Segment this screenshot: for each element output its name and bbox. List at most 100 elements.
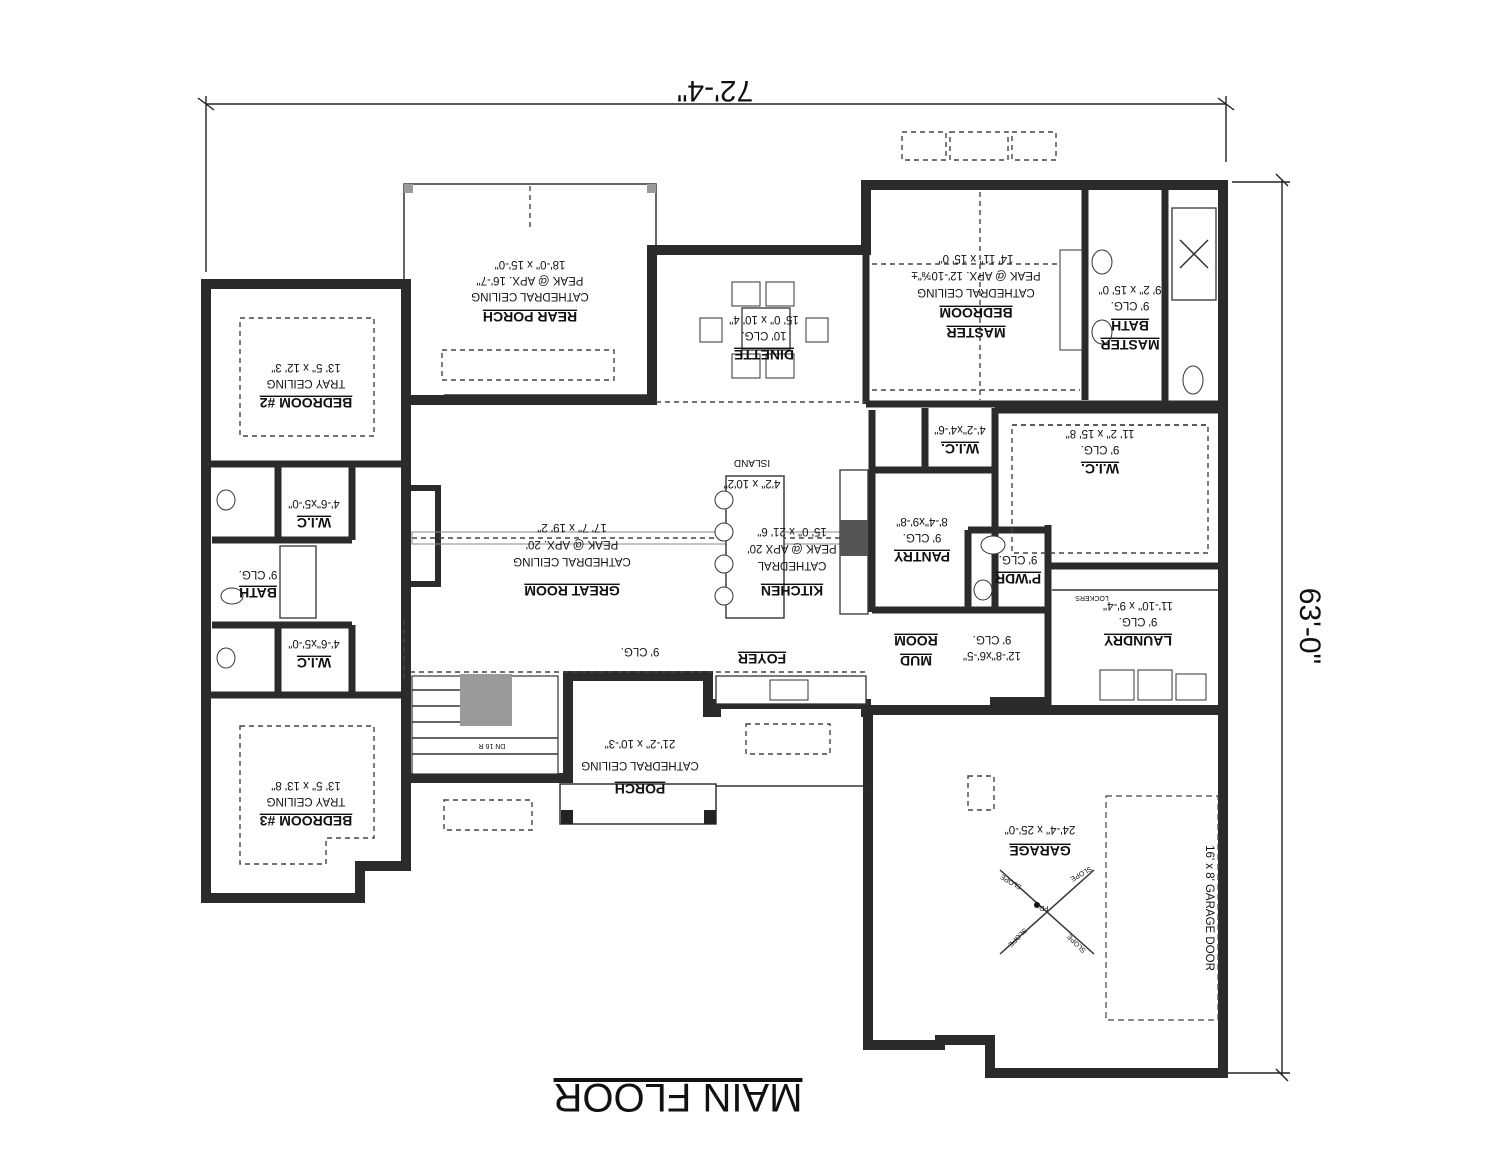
mud-line1: 12'-8"x6'-5" — [963, 649, 1021, 661]
fixtures — [216, 207, 1219, 1021]
room-bedroom-2: BEDROOM #2 TRAY CEILING 13' 5" x 12' 3" — [260, 361, 353, 411]
dinette-line1: 10' CLG. — [741, 329, 786, 341]
garage-name: GARAGE — [1009, 843, 1070, 859]
upper-windows — [901, 131, 1057, 161]
master-bedroom-name: MASTER — [946, 325, 1005, 341]
overall-depth-label: 63'-0" — [1293, 588, 1326, 664]
master-bath-line1: 9' CLG. — [1111, 299, 1150, 311]
wic-upper-line1: 4'-6"x5'-0" — [288, 497, 340, 509]
room-foyer: FOYER 9' CLG. — [621, 645, 786, 667]
island-label: 4'2" x 10'2" ISLAND — [724, 457, 781, 489]
wic-master-line2: 11' 2" x 15' 8" — [1066, 427, 1135, 439]
room-master-bath: MASTER BATH 9' CLG. 9' 2" x 15' 0" — [1098, 283, 1161, 353]
plan-title-text: MAIN FLOOR — [554, 1075, 803, 1119]
room-bath: BATH 9' CLG. — [239, 568, 278, 601]
overall-width-label: 72'-4" — [677, 74, 753, 107]
wic-lower-line1: 4'-6"x5'-0" — [288, 637, 340, 649]
master-bath-name: MASTER — [1100, 337, 1159, 353]
bedroom3-line1: TRAY CEILING — [267, 795, 346, 807]
bedroom2-line2: 13' 5" x 12' 3" — [271, 361, 340, 373]
pantry-line2: 8'-4"x9'-8" — [896, 515, 948, 527]
master-bedroom-line2: PEAK @ APX. 12'-10⅝"± — [911, 269, 1040, 281]
room-pantry: PANTRY 9' CLG. 8'-4"x9'-8" — [893, 515, 950, 565]
room-wic-master: W.I.C. 9' CLG. 11' 2" x 15' 8" — [1066, 427, 1135, 477]
stair-text: DN 16 R — [479, 742, 506, 749]
room-rear-porch: REAR PORCH CATHEDRAL CEILING PEAK @ APX.… — [471, 258, 589, 325]
wic-lower-name: W.I.C — [297, 655, 331, 671]
master-bath-line2: 9' 2" x 15' 0" — [1098, 283, 1161, 295]
lockers-text: LOCKERS — [1075, 594, 1109, 601]
room-laundry: LAUNDRY 9' CLG. 11'-10" x 9'-4" — [1103, 599, 1173, 649]
room-bedroom-3: BEDROOM #3 TRAY CEILING 13' 5" x 13' 8" — [260, 779, 353, 829]
kitchen-name: KITCHEN — [761, 583, 823, 599]
dinette-name: DINETTE — [734, 347, 794, 363]
master-bedroom-line1: CATHEDRAL CEILING — [917, 286, 1035, 298]
laundry-line2: 11'-10" x 9'-4" — [1103, 599, 1173, 611]
great-room-line3: 17' 7" x 19' 2" — [537, 521, 606, 533]
kitchen-line1: CATHEDRAL — [757, 559, 826, 571]
powder-line1: 9' CLG. — [999, 553, 1038, 565]
lockers-label: LOCKERS — [1075, 594, 1109, 601]
master-bedroom-line3: 14' 11" x 15' 0" — [938, 252, 1013, 264]
room-garage: GARAGE 24'-4" x 25'-0" — [1005, 823, 1076, 859]
rear-porch — [403, 183, 657, 397]
foyer-name: FOYER — [738, 651, 786, 667]
wic-master-line1: 9' CLG. — [1081, 443, 1120, 455]
island-text: ISLAND — [734, 457, 770, 468]
great-room-name: GREAT ROOM — [524, 583, 619, 599]
room-kitchen: KITCHEN CATHEDRAL PEAK @ APX 20' 15' 0" … — [747, 525, 836, 599]
kitchen-line3: 15' 0" x 21' 6" — [757, 525, 826, 537]
wic-small-line1: 4'-2"x4'-6" — [934, 423, 986, 435]
master-bedroom-name2: BEDROOM — [939, 305, 1012, 321]
rear-porch-name: REAR PORCH — [483, 309, 577, 325]
bedroom3-name: BEDROOM #3 — [260, 813, 353, 829]
master-bath-name2: BATH — [1111, 318, 1149, 334]
island-dims: 4'2" x 10'2" — [724, 477, 781, 489]
rear-porch-line2: PEAK @ APX. 16'-7" — [477, 274, 584, 286]
bedroom2-name: BEDROOM #2 — [260, 395, 353, 411]
interior-walls — [206, 188, 1220, 706]
laundry-name: LAUNDRY — [1103, 633, 1172, 649]
pantry-line1: 9' CLG. — [903, 531, 942, 543]
plan-title: MAIN FLOOR — [554, 1075, 803, 1119]
laundry-line1: 9' CLG. — [1119, 615, 1158, 627]
stair-label: DN 16 R — [479, 742, 506, 749]
overall-width-dimension: 72'-4" — [197, 74, 1235, 272]
ceiling-outlines — [239, 192, 1210, 865]
great-room-line2: PEAK @ APX. 20' — [526, 538, 619, 550]
room-powder: P'WDR 9' CLG. — [995, 553, 1041, 587]
front-porch — [443, 723, 868, 831]
room-wic-small: W.I.C. 4'-2"x4'-6" — [934, 423, 986, 457]
great-room-line1: CATHEDRAL CEILING — [513, 555, 631, 567]
floor-drain-label: FD — [1039, 904, 1048, 911]
bath-line1: 9' CLG. — [239, 568, 278, 580]
wic-upper-name: W.I.C — [297, 515, 331, 531]
mud-name2: ROOM — [894, 633, 938, 649]
rear-porch-line1: CATHEDRAL CEILING — [471, 290, 589, 302]
bedroom2-line1: TRAY CEILING — [267, 377, 346, 389]
room-master-bedroom: MASTER BEDROOM CATHEDRAL CEILING PEAK @ … — [911, 252, 1040, 341]
rear-porch-line3: 18'-0" x 15'-0" — [495, 258, 566, 270]
garage-door-label: 16' x 8' GARAGE DOOR — [1203, 845, 1215, 971]
kitchen-line2: PEAK @ APX 20' — [747, 542, 836, 554]
porch-name: PORCH — [615, 781, 666, 797]
porch-line1: CATHEDRAL CEILING — [581, 759, 699, 771]
room-porch: PORCH CATHEDRAL CEILING 21'-2" x 10'-3" — [581, 737, 699, 797]
room-dinette: DINETTE 10' CLG. 15' 0" x 10' 4" — [729, 313, 798, 363]
wic-small-name: W.I.C. — [941, 441, 979, 457]
room-wic-upper: W.I.C 4'-6"x5'-0" — [288, 497, 340, 531]
dinette-line2: 15' 0" x 10' 4" — [729, 313, 798, 325]
garage-line1: 24'-4" x 25'-0" — [1005, 823, 1076, 835]
porch-line2: 21'-2" x 10'-3" — [605, 737, 676, 749]
room-mud: MUD ROOM 12'-8"x6'-5" 9' CLG. — [894, 633, 1021, 669]
wic-master-name: W.I.C. — [1081, 461, 1119, 477]
garage-door-text: 16' x 8' GARAGE DOOR — [1203, 845, 1215, 971]
mud-name: MUD — [900, 653, 932, 669]
foyer-line1: 9' CLG. — [621, 645, 660, 657]
exterior-walls — [201, 180, 1228, 1078]
powder-name: P'WDR — [995, 571, 1041, 587]
room-wic-lower: W.I.C 4'-6"x5'-0" — [288, 637, 340, 671]
bedroom3-line2: 13' 5" x 13' 8" — [271, 779, 340, 791]
bath-name: BATH — [239, 585, 277, 601]
